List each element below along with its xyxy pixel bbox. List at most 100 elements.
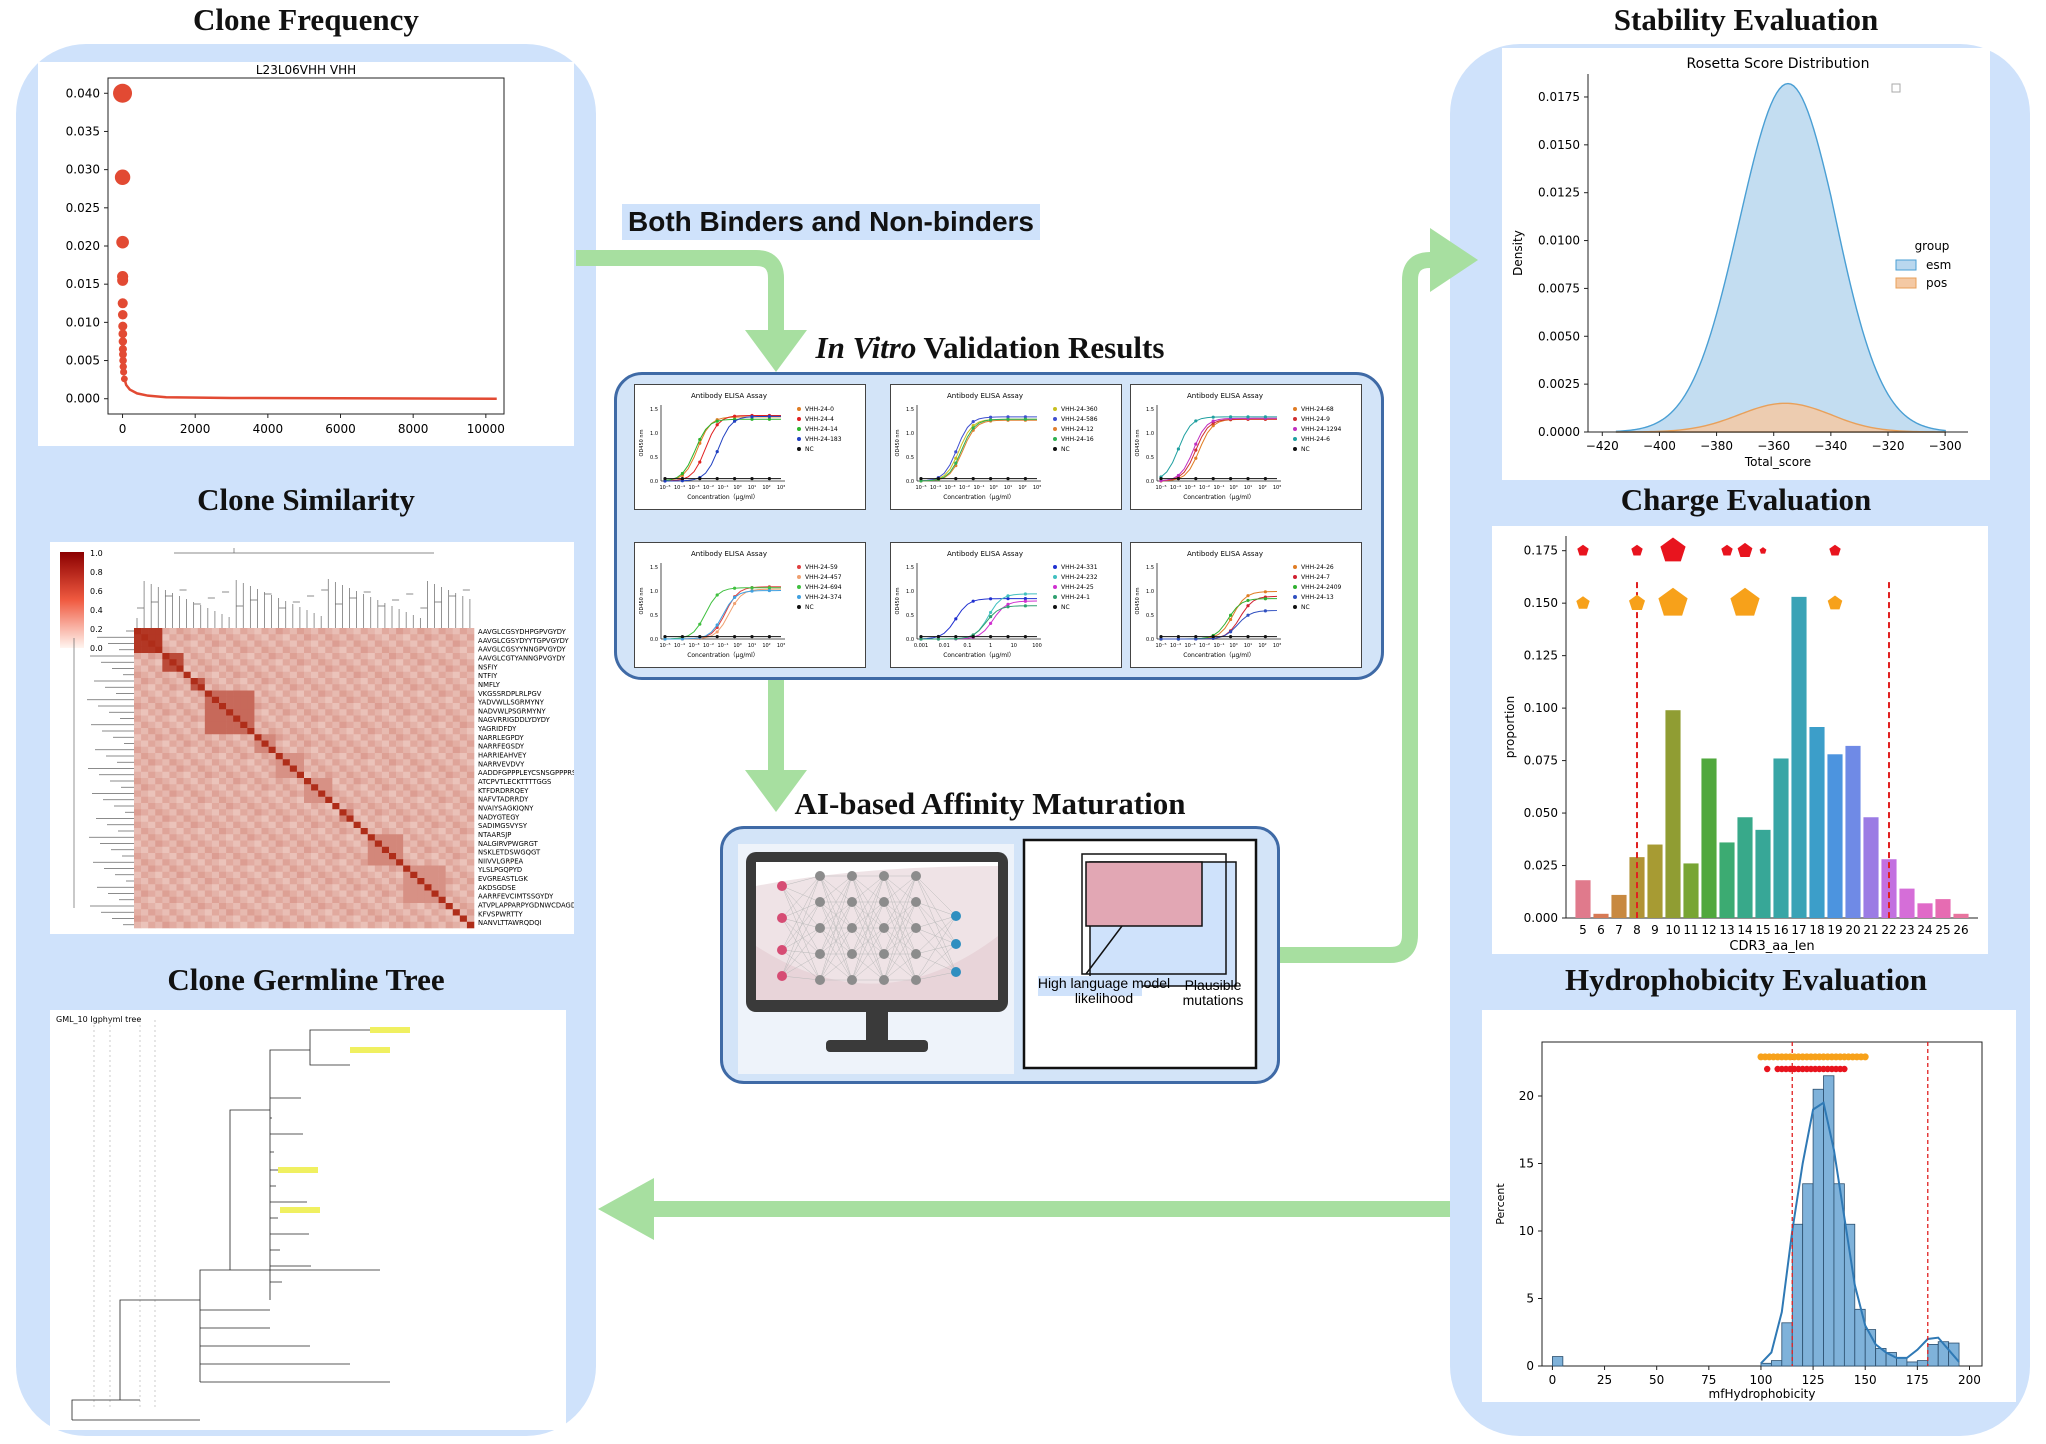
assay-xlabel: Concentration（μg/ml） xyxy=(943,494,1015,501)
assay-point xyxy=(680,637,684,641)
heat-row-label: YADVWLLSGRMYNY xyxy=(477,699,545,707)
charge-bar xyxy=(1845,745,1861,918)
charge-xtick: 13 xyxy=(1719,923,1734,937)
charge-ytick: 0.100 xyxy=(1524,701,1558,715)
heat-row-label: YAGRIDFDY xyxy=(477,725,517,733)
charge-title: Charge Evaluation xyxy=(1620,482,1872,517)
freq-point xyxy=(118,321,128,331)
nn-node xyxy=(847,923,857,933)
nn-node xyxy=(815,975,825,985)
stab-ytick: 0.0100 xyxy=(1538,234,1580,248)
stab-legend-label: esm xyxy=(1926,258,1951,272)
assay-curve xyxy=(1160,598,1278,640)
assay-ytick: 1.5 xyxy=(650,565,658,571)
assay-curve xyxy=(664,418,782,481)
assay-title: Antibody ELISA Assay xyxy=(691,550,767,558)
assay-curve xyxy=(664,586,782,640)
assay-ytick: 0.5 xyxy=(906,613,914,619)
assay-legend-label: VHH-24-2409 xyxy=(1301,584,1342,591)
hyd-red-dot xyxy=(1764,1065,1771,1073)
stab-xtick: −420 xyxy=(1586,439,1619,453)
stab-xtick: −340 xyxy=(1814,439,1847,453)
assay-xtick: 10⁻⁴ xyxy=(1170,485,1181,491)
assay-xtick: 10⁻³ xyxy=(944,485,955,491)
arrow-head-germline xyxy=(598,1178,654,1240)
assay-point xyxy=(1006,635,1010,639)
assay-xtick: 0.001 xyxy=(914,643,928,649)
charge-bar xyxy=(1755,829,1771,918)
heat-row-label: NIIVVLGRPEA xyxy=(478,857,524,865)
hlm-label: High language model likelihood xyxy=(1037,975,1171,1006)
charge-xtick: 17 xyxy=(1791,923,1806,937)
assay-legend-marker xyxy=(1293,437,1297,441)
assay-point xyxy=(698,477,702,481)
assay-point xyxy=(698,437,702,442)
charge-bar xyxy=(1773,758,1789,918)
assay-point xyxy=(1176,473,1180,478)
charge-chart: 0.0000.0250.0500.0750.1000.1250.1500.175… xyxy=(1503,536,1978,954)
assay-point xyxy=(680,635,684,639)
stab-legend-label: pos xyxy=(1926,276,1947,290)
assay-xtick: 10⁻¹ xyxy=(717,485,728,491)
freq-ytick: 0.025 xyxy=(66,201,100,215)
charge-xtick: 26 xyxy=(1953,923,1968,937)
assay-point xyxy=(936,635,940,639)
assay-point xyxy=(1006,594,1010,598)
clone-frequency-title: Clone Frequency xyxy=(193,2,419,37)
hlm-label-bg xyxy=(1038,976,1142,996)
assay-xtick: 10⁻⁵ xyxy=(659,485,670,491)
heat-row-label: NSKLETDSWGQGT xyxy=(478,849,541,857)
heat-cells xyxy=(134,628,475,929)
assay-point xyxy=(698,622,702,626)
assay-point xyxy=(1176,635,1180,639)
heat-row-label: HARRIEAHVEY xyxy=(478,752,527,760)
assay-legend-label: VHH-24-1 xyxy=(1061,594,1090,601)
heat-cbar-tick: 0.6 xyxy=(90,587,103,596)
assay-legend-marker xyxy=(1293,605,1297,609)
assay-xlabel: Concentration（μg/ml） xyxy=(1183,494,1255,501)
stability-title: Stability Evaluation xyxy=(1613,2,1879,37)
assay-legend-label: VHH-24-1294 xyxy=(1301,426,1342,433)
assay-legend-marker xyxy=(1053,605,1057,609)
charge-bar xyxy=(1917,903,1933,918)
assay-point xyxy=(750,589,754,593)
assay-legend-label: VHH-24-360 xyxy=(1061,406,1098,413)
assay-point xyxy=(715,593,719,597)
assay-xtick: 10⁻¹ xyxy=(973,485,984,491)
charge-bar xyxy=(1863,817,1879,918)
hyd-xtick: 0 xyxy=(1549,1373,1557,1387)
plausible-label: Plausible mutations xyxy=(1182,977,1244,1008)
assay-xtick: 10⁰ xyxy=(1229,485,1237,491)
heat-row-label: NMFLY xyxy=(478,681,501,689)
assay-ylabel: OD450 nm xyxy=(639,587,645,614)
assay-legend-label: VHH-24-457 xyxy=(805,574,842,581)
charge-ytick: 0.050 xyxy=(1524,806,1558,820)
assay-curve xyxy=(1160,416,1278,478)
hyd-bar xyxy=(1927,1343,1939,1367)
charge-xtick: 9 xyxy=(1651,923,1659,937)
stab-legend-marker xyxy=(1891,83,1901,93)
assay-point xyxy=(1263,635,1267,639)
charge-bar xyxy=(1737,817,1753,918)
assay-point xyxy=(1246,477,1250,481)
assay-legend-marker xyxy=(797,585,801,589)
charge-bar xyxy=(1953,913,1969,918)
charge-xtick: 25 xyxy=(1935,923,1950,937)
assay-ylabel: OD450 nm xyxy=(1135,587,1141,614)
assay-legend-marker xyxy=(1293,595,1297,599)
assay-point xyxy=(1246,635,1250,639)
assay-ytick: 0.5 xyxy=(650,613,658,619)
binders-label: Both Binders and Non-binders xyxy=(622,204,1040,240)
nn-node xyxy=(777,881,787,891)
assay-point xyxy=(954,456,958,460)
freq-point xyxy=(119,350,127,359)
freq-ytick: 0.035 xyxy=(66,124,100,138)
charge-red-marker xyxy=(1737,542,1753,557)
assay-point xyxy=(1194,448,1198,452)
tree-highlight xyxy=(350,1047,390,1053)
clone-frequency-chart: L23L06VHH VHH0.0000.0050.0100.0150.0200.… xyxy=(66,63,505,436)
heat-row-label: NARRVEVDVY xyxy=(478,760,525,768)
assay-point xyxy=(1246,594,1250,598)
